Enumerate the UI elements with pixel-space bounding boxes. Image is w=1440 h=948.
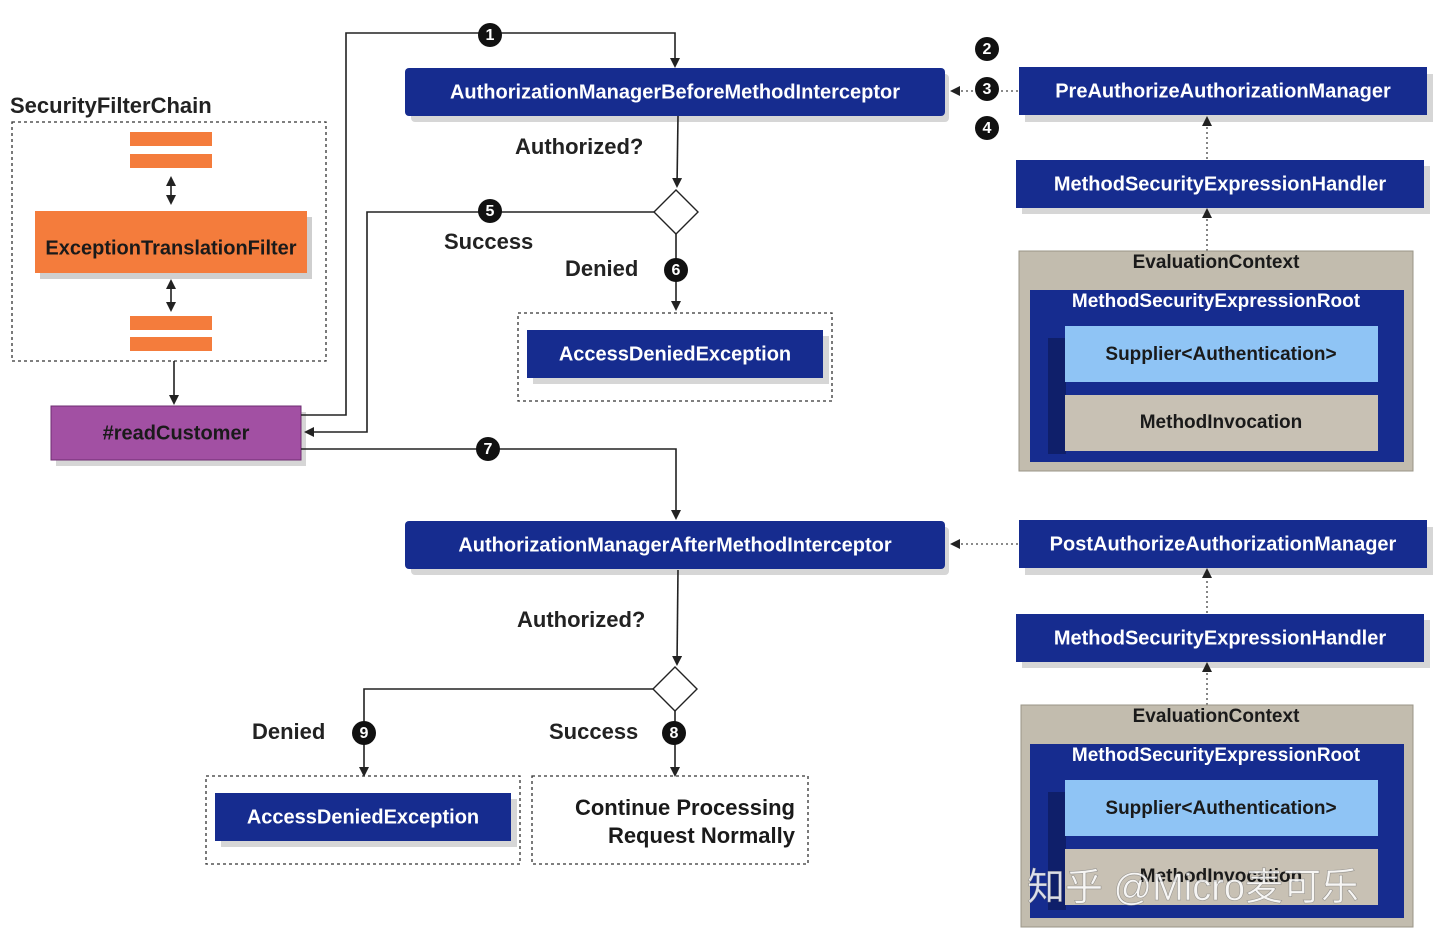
expression-handler-bottom-box[interactable]: MethodSecurityExpressionHandler [1016, 614, 1430, 668]
decision-diamond-top [653, 189, 699, 235]
success-label-top: Success [444, 229, 533, 254]
access-denied-frame-bottom [205, 775, 521, 865]
expression-root-bottom-title: MethodSecurityExpressionRoot [1072, 745, 1361, 766]
security-filter-chain-title: SecurityFilterChain [10, 93, 212, 118]
access-denied-frame-top [517, 312, 833, 402]
svg-text:6: 6 [672, 262, 681, 279]
watermark-text: 知乎 @Micro麦可乐 [1027, 867, 1359, 909]
evaluation-context-top-title: EvaluationContext [1133, 252, 1300, 273]
evaluation-context-top: EvaluationContext MethodSecurityExpressi… [1018, 250, 1414, 472]
expression-handler-top-label: MethodSecurityExpressionHandler [1054, 173, 1387, 195]
step5-connector [304, 211, 654, 437]
before-interceptor-label: AuthorizationManagerBeforeMethodIntercep… [450, 81, 900, 103]
step-badge-5: 5 [478, 199, 502, 223]
access-denied-label-top: AccessDeniedException [559, 343, 791, 365]
svg-text:5: 5 [486, 203, 495, 220]
svg-text:8: 8 [670, 725, 679, 742]
svg-text:1: 1 [486, 27, 495, 44]
denied-label-top: Denied [565, 256, 638, 281]
read-customer-label: #readCustomer [103, 422, 250, 444]
exception-translation-filter-box[interactable]: ExceptionTranslationFilter [35, 211, 312, 279]
decision-diamond-bottom [652, 666, 698, 712]
before-interceptor-box[interactable]: AuthorizationManagerBeforeMethodIntercep… [405, 68, 949, 122]
step-badge-2: 2 [975, 37, 999, 61]
step-badge-8: 8 [662, 721, 686, 745]
before-to-decision-arrow [672, 115, 683, 188]
svg-text:2: 2 [983, 41, 992, 58]
pre-authorize-manager-box[interactable]: PreAuthorizeAuthorizationManager [1019, 67, 1433, 122]
authorized-label-bottom: Authorized? [517, 607, 645, 632]
supplier-authentication-top-label: Supplier<Authentication> [1105, 344, 1336, 365]
denied-label-bottom: Denied [252, 719, 325, 744]
authorized-label-top: Authorized? [515, 134, 643, 159]
evaluation-context-bottom-title: EvaluationContext [1133, 706, 1300, 727]
method-invocation-bottom-label: MethodInvocation [1140, 866, 1303, 887]
continue-processing-line2: Request Normally [608, 823, 796, 848]
method-invocation-top-label: MethodInvocation [1140, 412, 1303, 433]
step-badge-6: 6 [664, 258, 688, 282]
step1-connector [301, 32, 680, 416]
security-filter-chain-border [11, 121, 327, 362]
access-denied-label-bottom: AccessDeniedException [247, 806, 479, 828]
supplier-authentication-bottom-label: Supplier<Authentication> [1105, 798, 1336, 819]
filter-stack-top [130, 132, 212, 168]
supplier-authentication-top-box[interactable]: Supplier<Authentication> [1065, 326, 1378, 382]
step-badge-3: 3 [975, 77, 999, 101]
evaluation-context-bottom: EvaluationContext MethodSecurityExpressi… [1020, 704, 1414, 928]
exception-translation-filter-label: ExceptionTranslationFilter [45, 237, 296, 259]
step-badge-7: 7 [476, 437, 500, 461]
after-to-decision-arrow [672, 569, 683, 666]
method-invocation-bottom-box[interactable]: MethodInvocation [1065, 849, 1378, 905]
after-interceptor-label: AuthorizationManagerAfterMethodIntercept… [458, 534, 892, 556]
step-badge-4: 4 [975, 116, 999, 140]
svg-text:7: 7 [484, 441, 493, 458]
supplier-authentication-bottom-box[interactable]: Supplier<Authentication> [1065, 780, 1378, 836]
decision-to-denied-connector-bottom [359, 688, 653, 777]
read-customer-box[interactable]: #readCustomer [50, 405, 306, 466]
post-authorize-manager-box[interactable]: PostAuthorizeAuthorizationManager [1019, 520, 1433, 575]
expression-handler-bottom-label: MethodSecurityExpressionHandler [1054, 627, 1387, 649]
pre-authorize-manager-label: PreAuthorizeAuthorizationManager [1055, 80, 1391, 102]
expression-handler-top-box[interactable]: MethodSecurityExpressionHandler [1016, 160, 1430, 214]
success-label-bottom: Success [549, 719, 638, 744]
step-badge-9: 9 [352, 721, 376, 745]
method-invocation-top-box[interactable]: MethodInvocation [1065, 395, 1378, 451]
svg-text:9: 9 [360, 725, 369, 742]
access-denied-box-top[interactable]: AccessDeniedException [527, 330, 829, 384]
post-authorize-manager-label: PostAuthorizeAuthorizationManager [1050, 533, 1397, 555]
svg-text:4: 4 [983, 120, 992, 137]
continue-processing-frame [531, 775, 809, 865]
continue-processing-line1: Continue Processing [575, 795, 795, 820]
expression-root-top-title: MethodSecurityExpressionRoot [1072, 291, 1361, 312]
after-interceptor-box[interactable]: AuthorizationManagerAfterMethodIntercept… [405, 521, 949, 575]
step7-connector [301, 448, 681, 520]
step-badge-1: 1 [478, 23, 502, 47]
access-denied-box-bottom[interactable]: AccessDeniedException [215, 793, 517, 847]
filter-stack-bottom [130, 316, 212, 351]
svg-text:3: 3 [983, 81, 992, 98]
